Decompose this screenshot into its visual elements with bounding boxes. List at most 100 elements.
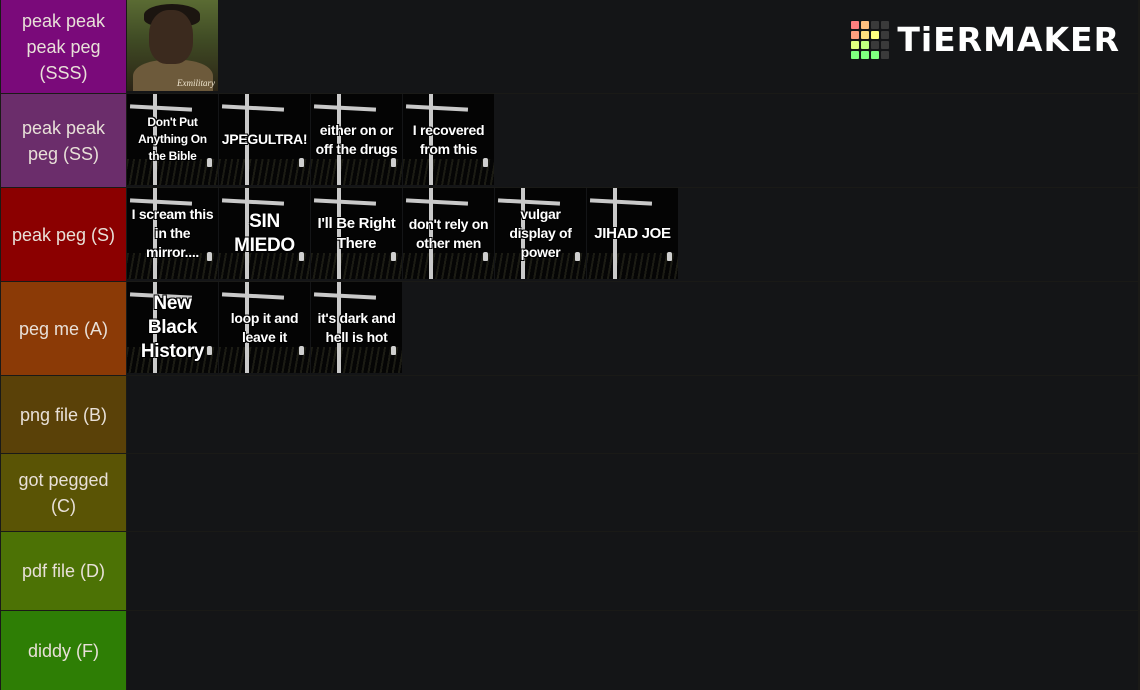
card-caption: it's dark and hell is hot	[317, 309, 396, 345]
figure-icon	[299, 346, 304, 355]
figure-icon	[207, 158, 212, 167]
tier-label[interactable]: peg me (A)	[1, 282, 126, 375]
cross-vertical	[153, 94, 157, 185]
card-grass	[403, 159, 494, 185]
card-grass	[219, 253, 310, 279]
tier-item-cross-card[interactable]: New Black History	[127, 282, 218, 373]
card-caption: loop it and leave it	[230, 309, 299, 345]
cross-vertical	[429, 94, 433, 185]
card-grass	[127, 253, 218, 279]
tier-items-dropzone[interactable]	[127, 376, 1138, 453]
logo-grid-square	[871, 40, 880, 49]
tier-item-cross-card[interactable]: either on or off the drugs	[311, 94, 402, 185]
cross-vertical	[245, 188, 249, 279]
card-grass	[127, 347, 218, 373]
logo-grid-square	[871, 30, 880, 39]
tier-row: peak peg (S)I scream this in the mirror.…	[0, 188, 1140, 281]
tier-label[interactable]: peak peak peg (SS)	[1, 94, 126, 187]
figure-icon	[391, 252, 396, 261]
tier-item-cross-card[interactable]: it's dark and hell is hot	[311, 282, 402, 373]
tier-item-cross-card[interactable]: don't rely on other men	[403, 188, 494, 279]
tier-row: peak peak peak peg (SSS) Exmilitary	[0, 0, 1140, 93]
logo-grid-square	[861, 20, 870, 29]
card-grass	[495, 253, 586, 279]
card-grass	[403, 253, 494, 279]
logo-grid-square	[851, 50, 860, 59]
tier-item-cross-card[interactable]: I'll Be Right There	[311, 188, 402, 279]
logo-grid-icon	[851, 20, 890, 59]
portrait-face	[149, 10, 193, 64]
tier-items-dropzone[interactable]: New Black History loop it and leave it it'…	[127, 282, 1138, 375]
logo-grid-square	[871, 50, 880, 59]
cross-vertical	[337, 188, 341, 279]
tier-item-cross-card[interactable]: JPEGULTRA!	[219, 94, 310, 185]
tier-label[interactable]: peak peg (S)	[1, 188, 126, 281]
logo-grid-square	[861, 30, 870, 39]
tier-row: png file (B)	[0, 376, 1140, 453]
logo-grid-square	[881, 40, 890, 49]
logo-grid-square	[881, 20, 890, 29]
tier-label[interactable]: got pegged (C)	[1, 454, 126, 531]
card-caption: vulgar display of power	[509, 206, 572, 260]
card-grass	[219, 159, 310, 185]
logo-grid-square	[851, 20, 860, 29]
cross-vertical	[245, 94, 249, 185]
tier-items-dropzone[interactable]	[127, 611, 1138, 690]
tier-row: pdf file (D)	[0, 532, 1140, 610]
logo-grid-square	[851, 40, 860, 49]
logo-grid-square	[881, 50, 890, 59]
card-grass	[311, 159, 402, 185]
figure-icon	[575, 252, 580, 261]
portrait-body	[133, 60, 213, 91]
tier-row: peak peak peg (SS)Don't Put Anything On …	[0, 94, 1140, 187]
tier-items-dropzone[interactable]	[127, 532, 1138, 610]
cross-vertical	[521, 188, 525, 279]
figure-icon	[299, 158, 304, 167]
card-grass	[587, 253, 678, 279]
cross-vertical	[429, 188, 433, 279]
logo-grid-square	[851, 30, 860, 39]
logo-wordmark: TiERMAKER	[897, 20, 1120, 59]
cross-vertical	[613, 188, 617, 279]
tier-label[interactable]: diddy (F)	[1, 611, 126, 690]
figure-icon	[299, 252, 304, 261]
tier-row: peg me (A)New Black History loop it and l…	[0, 282, 1140, 375]
tier-item-cross-card[interactable]: Don't Put Anything On the Bible	[127, 94, 218, 185]
tier-row: got pegged (C)	[0, 454, 1140, 531]
tier-items-dropzone[interactable]: Exmilitary	[127, 0, 1138, 93]
figure-icon	[483, 158, 488, 167]
figure-icon	[207, 252, 212, 261]
tier-item-cross-card[interactable]: vulgar display of power	[495, 188, 586, 279]
card-caption: either on or off the drugs	[315, 121, 398, 157]
tier-item-cross-card[interactable]: SIN MIEDO	[219, 188, 310, 279]
tier-item-cross-card[interactable]: JIHAD JOE	[587, 188, 678, 279]
card-grass	[311, 347, 402, 373]
tier-items-dropzone[interactable]	[127, 454, 1138, 531]
card-caption: JIHAD JOE	[594, 224, 671, 242]
logo-grid-square	[861, 50, 870, 59]
tier-item-album-cover[interactable]: Exmilitary	[127, 0, 218, 91]
card-caption: New Black History	[140, 292, 205, 362]
card-caption: JPEGULTRA!	[221, 131, 308, 147]
tier-label[interactable]: pdf file (D)	[1, 532, 126, 610]
logo-grid-square	[861, 40, 870, 49]
card-grass	[311, 253, 402, 279]
tiermaker-logo[interactable]: TiERMAKER	[851, 20, 1120, 59]
album-signature-text: Exmilitary	[177, 78, 215, 88]
tier-row: diddy (F)	[0, 611, 1140, 690]
tier-item-cross-card[interactable]: loop it and leave it	[219, 282, 310, 373]
logo-grid-square	[871, 20, 880, 29]
tier-item-cross-card[interactable]: I scream this in the mirror....	[127, 188, 218, 279]
tier-items-dropzone[interactable]: I scream this in the mirror....SIN MIEDO…	[127, 188, 1138, 281]
cross-vertical	[337, 94, 341, 185]
cross-vertical	[245, 282, 249, 373]
tier-label[interactable]: png file (B)	[1, 376, 126, 453]
figure-icon	[391, 346, 396, 355]
cross-vertical	[153, 282, 157, 373]
tier-label[interactable]: peak peak peak peg (SSS)	[1, 0, 126, 93]
tier-item-cross-card[interactable]: I recovered from this	[403, 94, 494, 185]
cross-vertical	[153, 188, 157, 279]
logo-grid-square	[881, 30, 890, 39]
